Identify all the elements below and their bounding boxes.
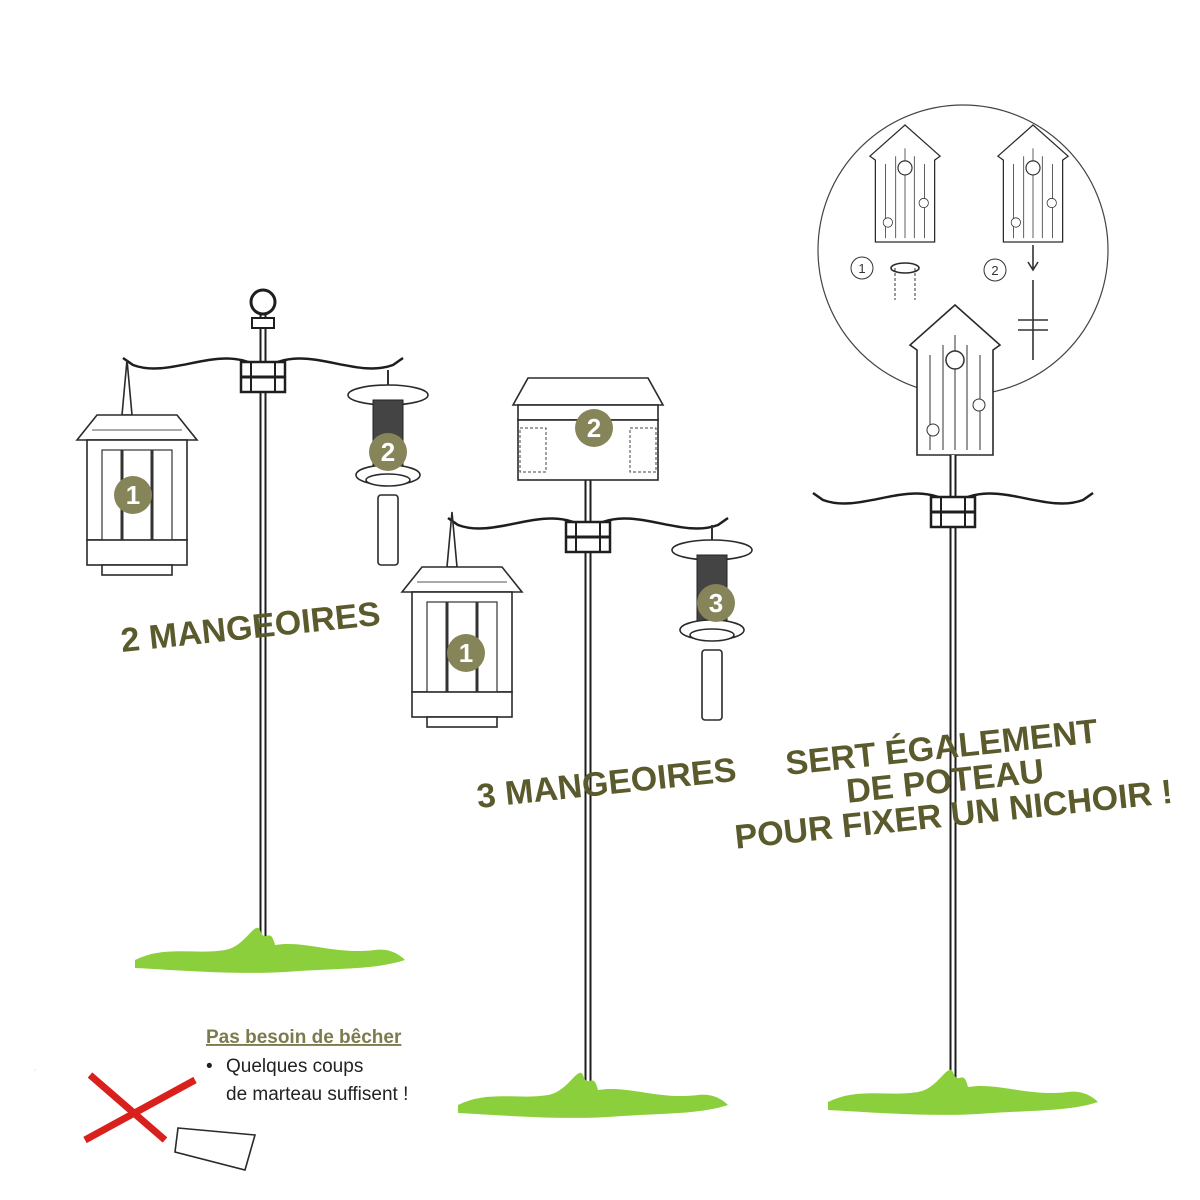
tube-feeder (671, 524, 753, 721)
svg-text:3: 3 (709, 588, 723, 618)
badge-feeder-1: 1 (114, 476, 152, 514)
badge-feeder-2: 2 (369, 433, 407, 471)
svg-text:2: 2 (381, 437, 395, 467)
platform-feeder (511, 377, 665, 481)
grass (458, 1072, 728, 1118)
pole-nest-box: 1 2 (811, 104, 1109, 1115)
label-nest-box: SERT ÉGALEMENT DE POTEAU POUR FIXER UN N… (733, 712, 1175, 856)
svg-text:1: 1 (459, 638, 473, 668)
grass (135, 927, 405, 973)
svg-text:1: 1 (126, 480, 140, 510)
house-feeder (400, 510, 524, 729)
label-two-feeders: 2 MANGEOIRES (119, 595, 382, 660)
pole-ball-top (249, 288, 277, 316)
badge-feeder-3: 3 (697, 584, 735, 622)
spade-crossed-icon (34, 1068, 257, 1171)
svg-text:2: 2 (587, 413, 601, 443)
note-title: Pas besoin de bêcher (206, 1027, 402, 1048)
note-bullet: • (206, 1056, 213, 1077)
note-line-1: Quelques coups (226, 1056, 363, 1077)
pole-two-feeders (75, 288, 429, 973)
badge-feeder-2: 2 (575, 409, 613, 447)
step-2-number: 2 (991, 263, 998, 278)
label-three-feeders: 3 MANGEOIRES (475, 751, 738, 816)
grass (828, 1069, 1098, 1115)
house-feeder (75, 358, 199, 577)
pole-three-feeders (400, 377, 753, 1118)
step-1-number: 1 (858, 261, 865, 276)
note-line-2: de marteau suffisent ! (226, 1084, 408, 1105)
badge-feeder-1: 1 (447, 634, 485, 672)
